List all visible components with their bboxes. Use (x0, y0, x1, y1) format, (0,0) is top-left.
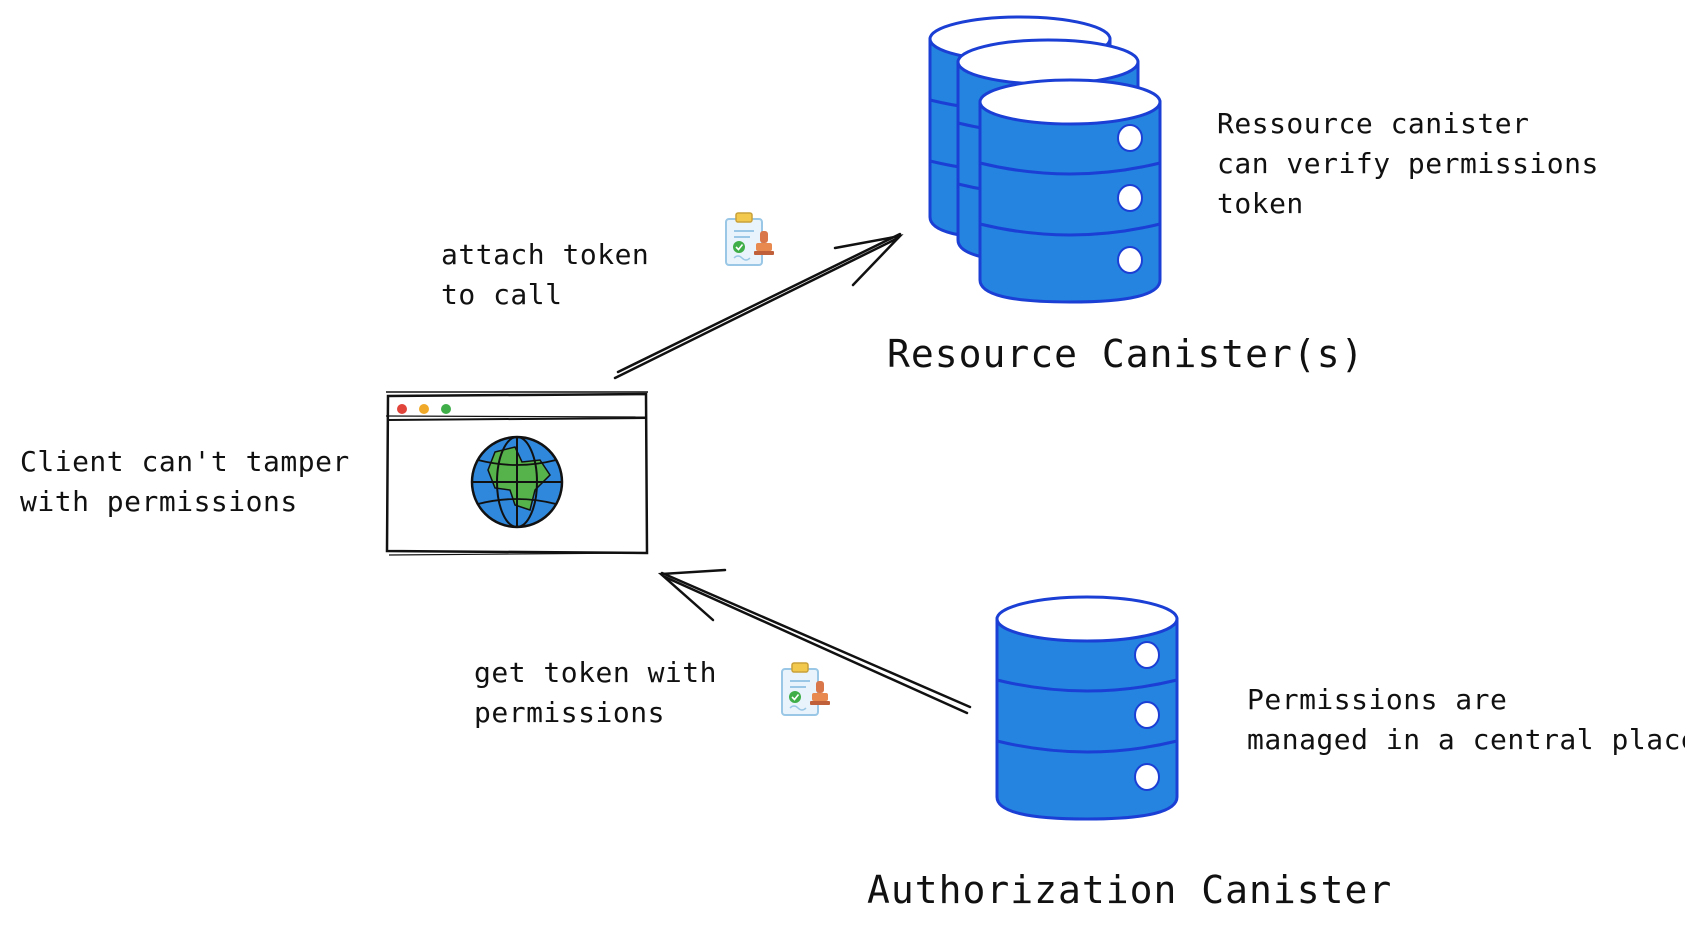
resource-note-line: token (1217, 187, 1304, 220)
window-close-dot (397, 404, 407, 414)
resource-canister-stack (928, 15, 1162, 304)
arrow-label-line: attach token (441, 238, 650, 271)
get-token-label: get token with permissions (474, 653, 717, 733)
token-document-icon (781, 662, 831, 716)
authorization-canister (995, 595, 1179, 821)
client-note-line: Client can't tamper (20, 445, 350, 478)
token-document-icon (725, 212, 775, 266)
arrow-label-line: permissions (474, 696, 665, 729)
arrow-label-line: get token with (474, 656, 718, 689)
window-maximize-dot (441, 404, 451, 414)
resource-canister-note: Ressource canister can verify permission… (1217, 104, 1599, 224)
client-note: Client can't tamper with permissions (20, 442, 350, 522)
browser-globe-icon (470, 435, 564, 529)
client-browser-window (385, 391, 649, 556)
window-minimize-dot (419, 404, 429, 414)
authorization-note-line: Permissions are (1247, 683, 1508, 716)
resource-note-line: Ressource canister (1217, 107, 1530, 140)
arrow-authorization-to-client (657, 568, 972, 715)
authorization-canister-note: Permissions are managed in a central pla… (1247, 680, 1685, 760)
client-note-line: with permissions (20, 485, 298, 518)
resource-canister-front (978, 78, 1162, 304)
authorization-note-line: managed in a central place (1247, 723, 1685, 756)
arrow-client-to-resource (613, 232, 904, 380)
resource-note-line: can verify permissions (1217, 147, 1599, 180)
resource-canister-title: Resource Canister(s) (887, 332, 1365, 376)
arrow-label-line: to call (441, 278, 563, 311)
authorization-canister-title: Authorization Canister (867, 868, 1393, 912)
attach-token-label: attach token to call (441, 235, 649, 315)
